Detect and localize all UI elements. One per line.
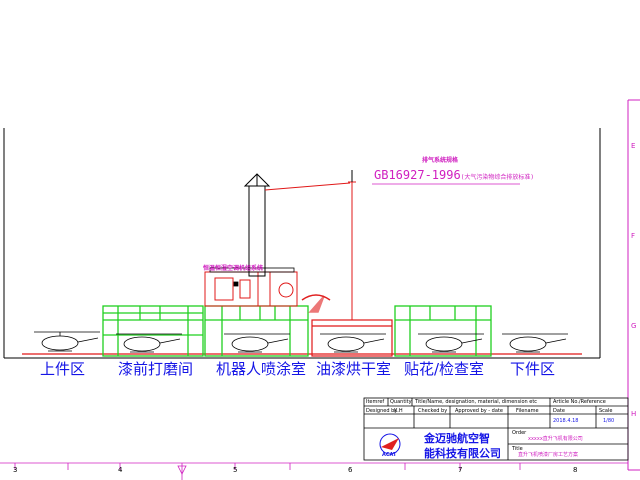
helicopter-3	[224, 333, 290, 353]
standard-annotation: GB16927-1996(大气污染物综合排放标准)	[374, 168, 534, 182]
ruler-num-6: 6	[348, 466, 353, 474]
tb-itemref: Itemref	[366, 399, 385, 405]
side-letter-e: E	[631, 142, 636, 150]
booth-decal	[394, 305, 492, 357]
company-name-line1: 金迈驰航空智	[424, 432, 490, 445]
zone-label-bake: 油漆烘干室	[316, 360, 392, 378]
company-logo	[379, 433, 401, 455]
helicopter-5	[418, 333, 484, 353]
zone-label-robot-spray: 机器人喷涂室	[216, 360, 307, 378]
tb-designer: K.H	[394, 408, 403, 414]
tb-scale-label: Scale	[599, 408, 613, 414]
ruler-num-3: 3	[13, 466, 18, 474]
ruler-num-4: 4	[118, 466, 123, 474]
tb-date-label: Date	[553, 408, 565, 414]
exhaust-pole	[264, 181, 356, 320]
booth-sanding	[102, 305, 204, 357]
ruler-num-7: 7	[458, 466, 463, 474]
tb-title-name: Title/Name, designation, material, dimen…	[415, 399, 538, 405]
side-letter-g: G	[631, 322, 637, 330]
helicopter-1	[34, 331, 100, 352]
exhaust-title: 排气系统规格	[422, 157, 459, 164]
tb-article: Article No./Reference	[553, 399, 606, 405]
tb-quantity: Quantity	[390, 399, 412, 405]
ruler-num-8: 8	[573, 466, 578, 474]
ac-unit-label: 恒温恒湿空调机组系统	[203, 265, 264, 272]
standard-suffix: (大气污染物综合排放标准)	[460, 174, 534, 181]
exhaust-stack-main	[243, 173, 271, 277]
helicopter-4	[320, 333, 386, 353]
ac-unit-frame	[209, 267, 295, 287]
title-block-grid	[363, 397, 629, 461]
zone-label-unloading: 下件区	[510, 360, 556, 378]
ac-unit	[204, 271, 298, 307]
tb-order-value: xxxxx直升飞机有限公司	[528, 436, 583, 442]
logo-text: ACAT	[382, 452, 397, 458]
center-logo-mark	[301, 294, 331, 313]
zone-label-decal: 贴花/检查室	[404, 360, 485, 378]
tb-date-value: 2018.4.18	[553, 418, 579, 424]
helicopter-6	[502, 333, 568, 353]
bottom-ruler-marker	[177, 463, 187, 480]
ruler-num-5: 5	[233, 466, 238, 474]
bottom-ruler	[0, 462, 628, 470]
tb-order-label: Order	[512, 430, 527, 436]
standard-code: GB16927-1996	[374, 168, 461, 182]
tb-title-value: 直升飞机喷漆厂房工艺方案	[518, 452, 579, 458]
zone-label-sanding: 漆前打磨间	[118, 360, 194, 378]
tb-filename: Filename	[516, 408, 539, 414]
side-letter-h: H	[631, 410, 637, 418]
tb-checked-by: Checked by	[418, 408, 448, 414]
building-outline	[3, 128, 601, 359]
side-letter-f: F	[631, 232, 636, 240]
tb-title-label: Title	[512, 446, 523, 452]
helicopter-2	[116, 333, 182, 353]
zone-label-loading: 上件区	[40, 360, 86, 378]
tb-scale-value: 1/80	[603, 418, 615, 424]
tb-approved-by: Approved by - date	[455, 408, 503, 414]
tb-designed-by: Designed by	[366, 408, 398, 414]
company-name-line2: 能科技有限公司	[424, 447, 501, 460]
booth-robot-spray	[204, 305, 309, 357]
